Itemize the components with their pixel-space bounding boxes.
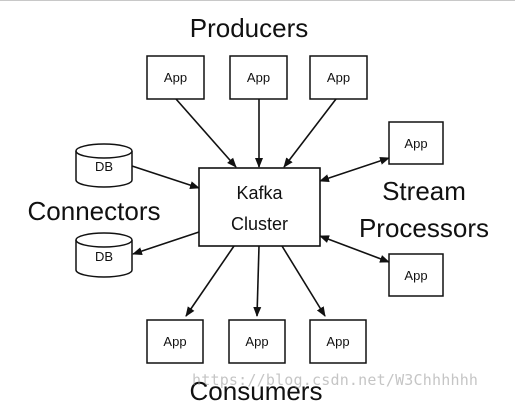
edge-producer3-to-cluster (283, 98, 337, 168)
consumer-app-1: App (146, 319, 204, 364)
consumer-app-2-label: App (245, 334, 268, 349)
producer-app-1: App (146, 55, 205, 100)
consumer-app-3: App (309, 319, 367, 364)
stream-processors-label-line2: Processors (359, 213, 489, 243)
producers-label: Producers (190, 13, 309, 43)
edge-cluster-stream-app1 (319, 157, 390, 182)
edge-cluster-to-consumer1 (185, 245, 235, 317)
consumer-app-2: App (228, 319, 286, 364)
consumer-app-1-label: App (163, 334, 186, 349)
edge-cluster-to-db2 (132, 231, 200, 255)
producer-app-2: App (229, 55, 288, 100)
edge-producer1-to-cluster (175, 98, 237, 168)
database-2: DB (75, 232, 133, 278)
watermark-text: https://blog.csdn.net/W3Chhhhhh (192, 371, 479, 389)
producer-app-3: App (309, 55, 368, 100)
producer-app-2-label: App (247, 70, 270, 85)
stream-app-2-label: App (404, 268, 427, 283)
edge-cluster-to-consumer3 (281, 245, 326, 317)
edge-cluster-to-consumer2 (253, 245, 262, 317)
database-2-label: DB (95, 249, 113, 264)
kafka-cluster-label-line1: Kafka (236, 183, 283, 203)
edge-db1-to-cluster (131, 165, 200, 189)
stream-app-1-label: App (404, 136, 427, 151)
top-border-line (0, 0, 515, 1)
edge-cluster-stream-app2 (319, 235, 390, 263)
kafka-cluster-node: Kafka Cluster (198, 167, 321, 247)
connectors-label: Connectors (28, 196, 161, 226)
producer-app-1-label: App (164, 70, 187, 85)
producer-app-3-label: App (327, 70, 350, 85)
consumers-label: Consumers (190, 376, 323, 406)
consumer-app-3-label: App (326, 334, 349, 349)
kafka-cluster-label-line2: Cluster (231, 214, 288, 234)
database-1-label: DB (95, 159, 113, 174)
database-1: DB (75, 143, 133, 188)
stream-processors-label-line1: Stream (382, 176, 466, 206)
stream-app-2: App (388, 253, 444, 297)
stream-app-1: App (388, 121, 444, 165)
